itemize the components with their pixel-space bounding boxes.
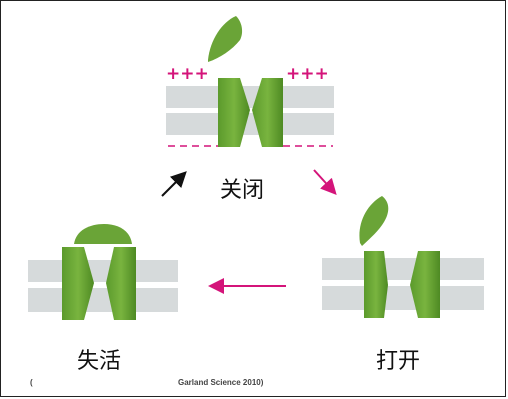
credit-prefix: ( bbox=[30, 378, 33, 387]
closed-positive-charges-left: +++ bbox=[166, 64, 209, 84]
open-channel-left bbox=[364, 251, 388, 318]
open-state: 打开 bbox=[322, 196, 484, 374]
closed-gate bbox=[208, 16, 243, 62]
closed-membrane bbox=[166, 86, 334, 135]
closed-state: +++ +++ 关闭 bbox=[166, 16, 334, 203]
inactivated-gate bbox=[74, 224, 132, 244]
credit-text: Garland Science 2010) bbox=[178, 378, 264, 387]
closed-positive-charges-right: +++ bbox=[286, 64, 329, 84]
inactivated-label: 失活 bbox=[77, 349, 121, 374]
closed-channel-left bbox=[218, 78, 250, 147]
closed-label: 关闭 bbox=[220, 178, 264, 203]
arrow-closed-to-open bbox=[313, 169, 337, 195]
inactivated-channel-right bbox=[106, 247, 136, 320]
open-membrane bbox=[322, 258, 484, 310]
open-label: 打开 bbox=[376, 349, 420, 374]
inactivated-membrane bbox=[28, 260, 178, 312]
inactivated-channel-left bbox=[62, 247, 94, 320]
inactivated-state: 失活 bbox=[28, 224, 178, 374]
open-gate bbox=[359, 196, 389, 246]
open-channel-right bbox=[410, 251, 440, 318]
arrow-inactivated-to-closed bbox=[161, 171, 187, 197]
closed-channel-right bbox=[252, 78, 283, 147]
